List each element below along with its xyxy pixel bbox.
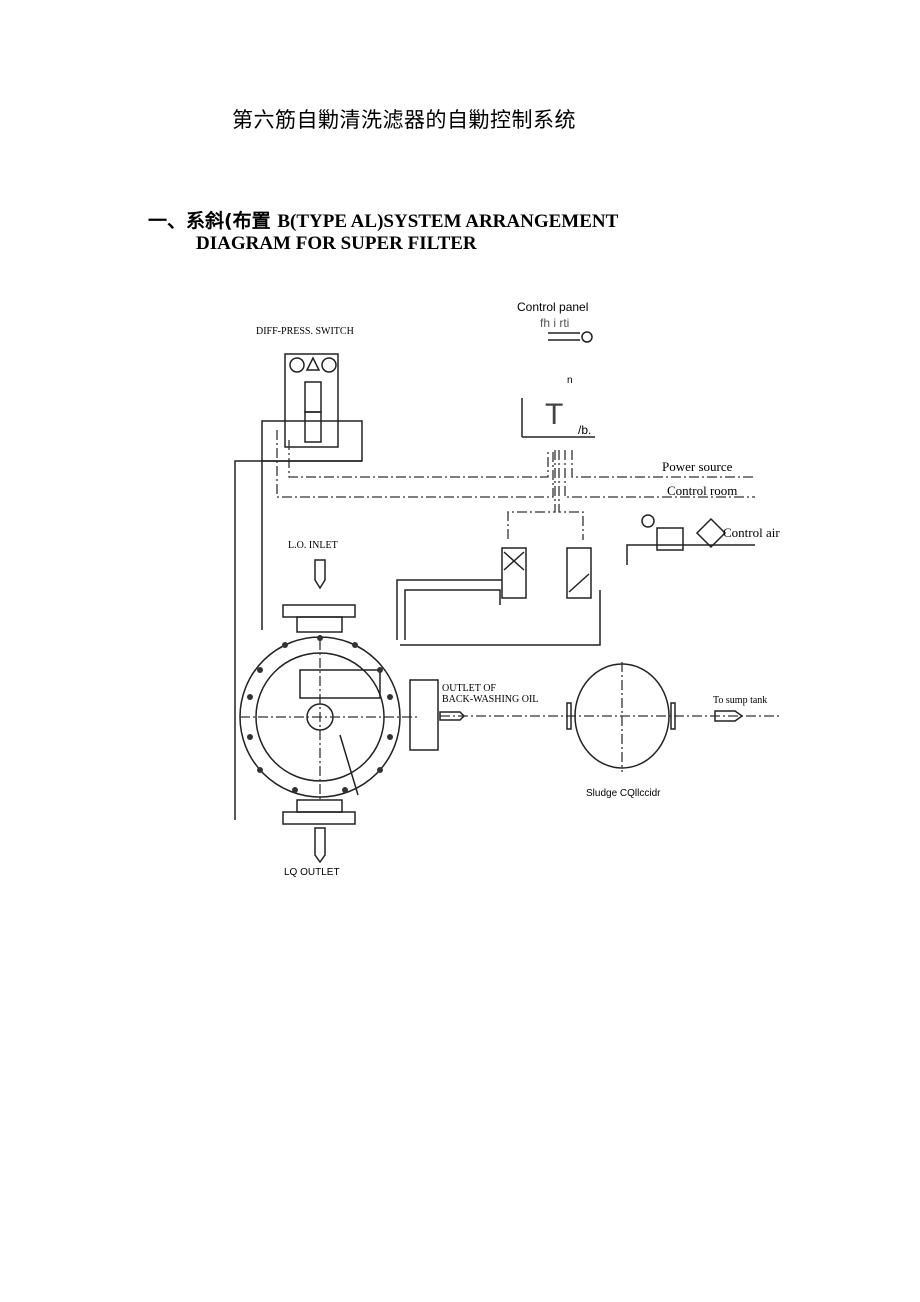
lq-outlet-label: LQ OUTLET [284, 867, 340, 878]
to-sump-tank-label: To sump tank [713, 695, 767, 706]
section-heading: 一、系斜(布置 B(TYPE AL)SYSTEM ARRANGEMENT [148, 206, 618, 233]
backwash-arrow-icon [439, 711, 466, 721]
panel-t-label: T [545, 398, 563, 431]
outlet-arrow-icon [314, 827, 326, 864]
control-panel-sublabel: fh i rti [540, 316, 569, 330]
back-washing-oil-label: BACK-WASHING OIL [442, 694, 538, 705]
control-air-label: Control air [723, 525, 780, 540]
lo-inlet-label: L.O. INLET [288, 540, 338, 551]
panel-n-label: n [567, 375, 573, 386]
sludge-collector-label: Sludge CQllccidr [586, 788, 661, 799]
diff-press-switch-label: DIFF-PRESS. SWITCH [256, 326, 354, 337]
outlet-of-label: OUTLET OF [442, 683, 496, 694]
solenoid-valves [396, 547, 601, 646]
control-room-label: Control room [667, 483, 737, 498]
page-title: 第六筋自勦清洗滤器的自勦控制系统 [232, 108, 576, 132]
sludge-collector [566, 662, 676, 772]
control-panel-symbol [521, 331, 595, 438]
auto-filter-body [239, 604, 439, 825]
sump-arrow-icon [714, 710, 744, 722]
power-source-label: Power source [662, 459, 733, 474]
signal-lines [234, 430, 755, 820]
section-heading-line2: DIAGRAM FOR SUPER FILTER [196, 233, 477, 254]
control-air-unit [626, 514, 755, 565]
section-prefix: 一、系斜(布置 [148, 210, 278, 232]
control-panel-label: Control panel [517, 300, 588, 314]
section-heading-line1: B(TYPE AL)SYSTEM ARRANGEMENT [277, 211, 619, 232]
panel-b-label: /b. [578, 423, 591, 437]
diff-press-switch [261, 353, 363, 462]
inlet-arrow-icon [314, 559, 326, 590]
